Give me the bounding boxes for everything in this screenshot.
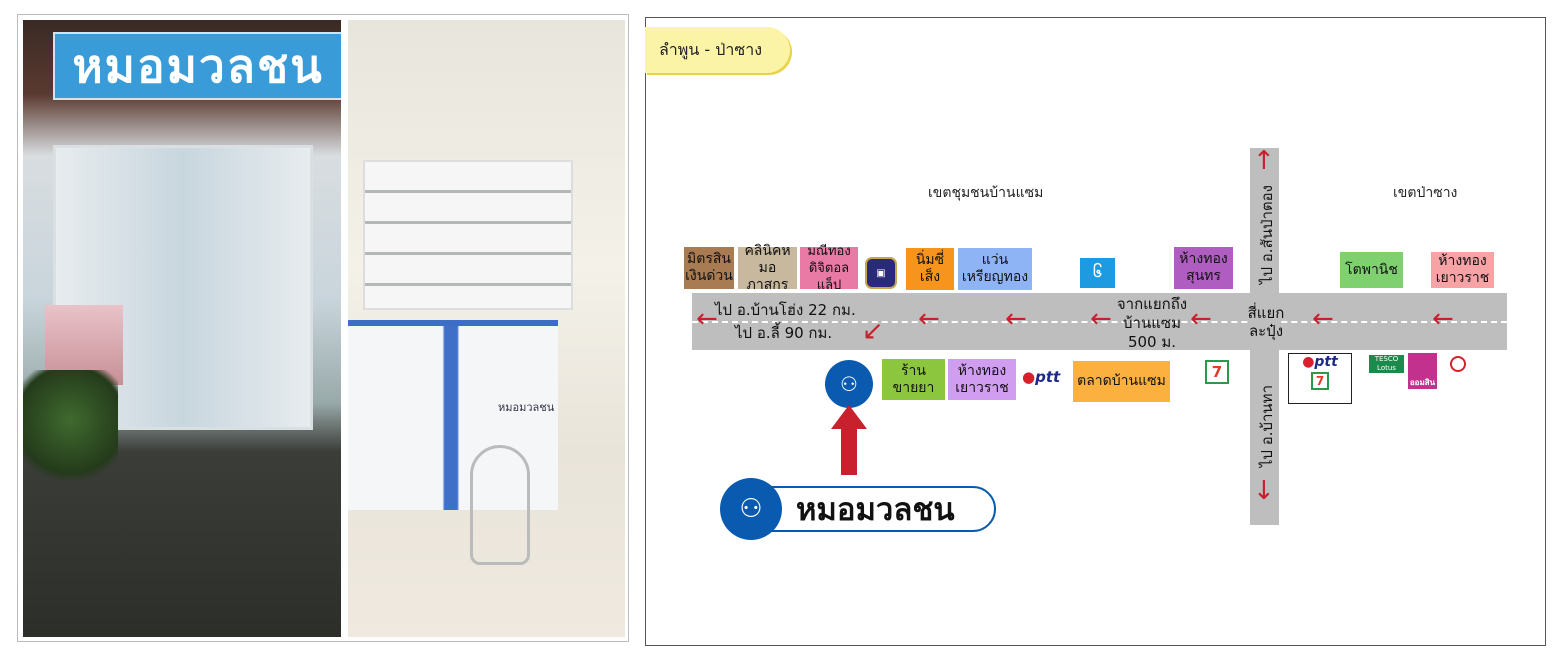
stool [470,445,530,565]
arrow-west-icon: ← [1312,304,1334,334]
ptt-logo: ●ptt [1302,354,1338,370]
counter-label: หมอมวลชน [498,401,555,414]
road-label-distance-2: บ้านแซม [1123,314,1181,332]
plant [23,370,118,495]
arrow-south-icon: ↓ [1253,476,1275,506]
shop-yaowarat-north: ห้างทองเยาวราช [1431,252,1494,288]
arrow-west-icon: ← [1432,304,1454,334]
arrow-west-icon: ← [918,304,940,334]
mor-muanchon-pin-icon: ⚇ [825,360,873,408]
shop-manee: มณีทองดิจิตอลแล็ป [800,244,858,293]
ptt-drop-icon: ● [1022,368,1036,386]
road-label-west-1: ไป อ.บ้านโฮ่ง 22 กม. [715,301,856,319]
arrow-west-icon: ← [1005,304,1027,334]
junction-label-1: สี่แยก [1247,304,1285,322]
bank-logo-icon: ၆ [1080,258,1115,288]
zone-label-right: เขตป่าซาง [1393,185,1458,201]
road-label-distance-3: 500 ม. [1127,333,1177,351]
shop-yaowarat-south: ห้างทองเยาวราช [948,359,1016,400]
shop-market: ตลาดบ้านแซม [1073,361,1170,402]
brand-name: หมอมวลชน [768,486,996,532]
counter [348,320,558,510]
storefront-photo: หมอมวลชน [23,20,341,637]
kasikorn-bank-logo-icon [1450,356,1466,372]
road-label-north: ไป อ.สันป่าตอง [1258,185,1276,285]
storefront-sign: หมอมวลชน [53,32,341,100]
shop-sunthorn: ห้างทองสุนทร [1174,247,1233,289]
shop-topanich: โตพานิช [1340,252,1403,288]
product-shelf [363,160,573,310]
shop-mitrsin: มิตรสินเงินด่วน [684,247,734,289]
seven-eleven-logo: 7 [1205,360,1229,384]
arrow-west-icon: ← [1190,304,1212,334]
ptt-station-box: ●ptt 7 [1288,353,1352,404]
road-label-west-2: ไป อ.ลี้ 90 กม. [735,324,833,342]
brand-emblem-icon: ⚇ [720,478,782,540]
ptt-drop-icon: ● [1302,354,1315,370]
gsb-bank-logo: ออมสิน [1408,353,1437,389]
brand-logo: หมอมวลชน ⚇ [720,478,1000,540]
shop-clinic: คลินิคหมอภาสกร [738,243,797,293]
red-arrow-up-icon [831,405,867,475]
interior-photo: หมอมวลชน [348,20,625,637]
ptt-logo: ●ptt [1022,368,1061,386]
arrow-north-icon: ↑ [1253,146,1275,176]
arrow-west-icon: ← [1090,304,1112,334]
arrow-southwest-icon: ↙ [862,316,884,346]
bank-logo-icon: ▣ [865,257,897,289]
junction-label-2: ละปุ๋ง [1248,322,1284,340]
photo-frame: หมอมวลชน หมอมวลชน [17,14,629,642]
shop-waen: แว่นเหรียญทอง [958,248,1032,290]
zone-label-left: เขตชุมชนบ้านแซม [928,185,1044,201]
shop-nimseeseng: นิ่มซี่เส็ง [906,248,954,290]
road-label-distance-1: จากแยกถึง [1116,295,1188,313]
arrow-west-icon: ← [696,304,718,334]
lane-divider [692,321,1507,323]
map-title: ลำพูน - ป่าซาง [645,27,790,73]
junction [1250,293,1279,350]
shop-pharmacy: ร้านขายยา [882,359,945,400]
seven-eleven-logo: 7 [1311,372,1329,390]
road-label-south: ไป อ.บ้านทา [1258,385,1276,468]
